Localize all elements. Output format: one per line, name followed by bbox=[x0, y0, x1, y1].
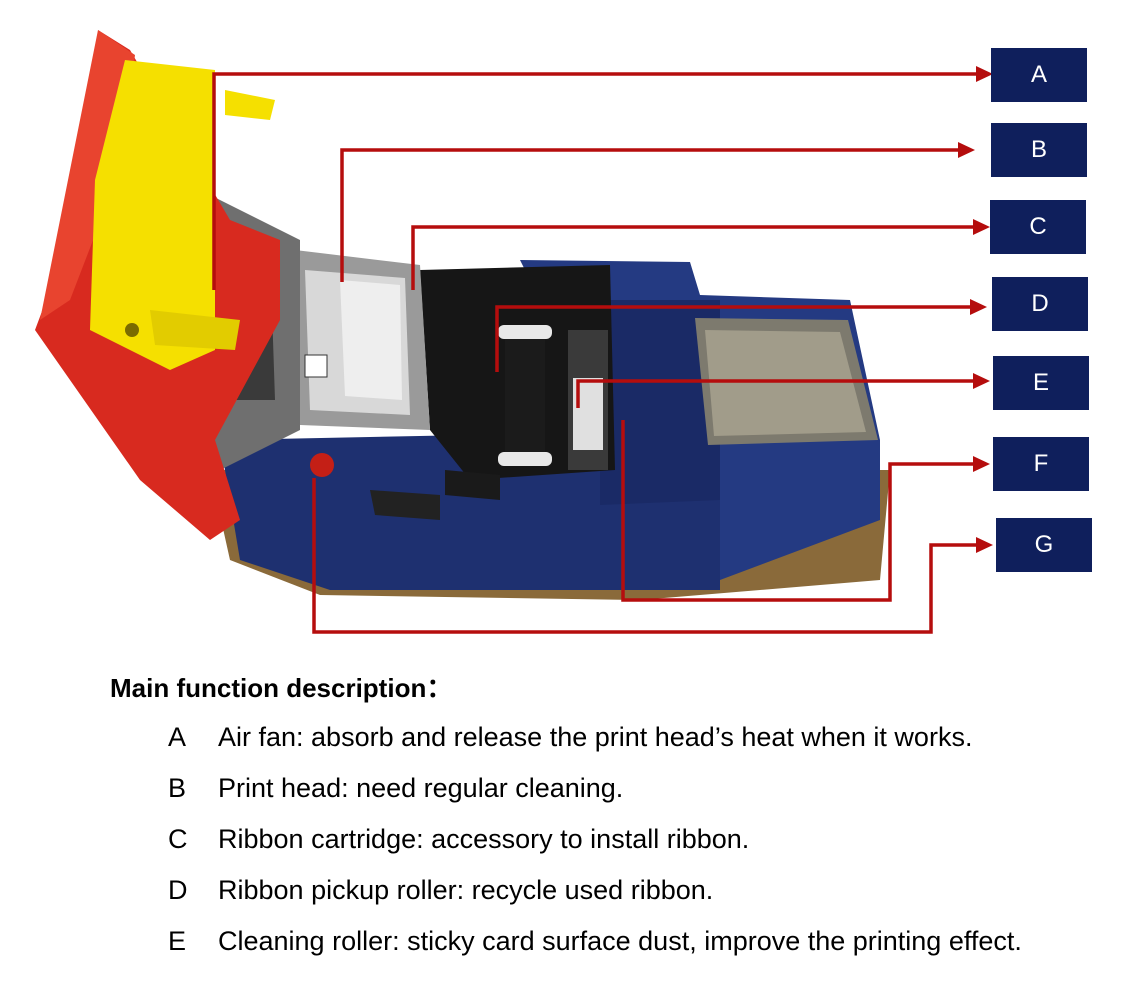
item-text: Print head: need regular cleaning. bbox=[218, 773, 624, 803]
callout-label-c: C bbox=[990, 200, 1086, 254]
printer-figure: A B C D E F G bbox=[35, 30, 1092, 634]
callout-label-e: E bbox=[993, 356, 1089, 410]
description-heading: Main function description： bbox=[110, 673, 453, 703]
item-letter: B bbox=[168, 773, 187, 803]
description-item-e: E Cleaning roller: sticky card surface du… bbox=[110, 924, 1030, 958]
item-text: Cleaning roller: sticky card surface dus… bbox=[218, 926, 1022, 956]
callout-arrow-g bbox=[976, 537, 993, 553]
callout-arrow-f bbox=[973, 456, 990, 472]
callout-lines bbox=[212, 66, 993, 634]
item-letter: D bbox=[168, 875, 188, 905]
description-item-b: B Print head: need regular cleaning. bbox=[110, 771, 1110, 805]
callout-line-e bbox=[576, 379, 975, 408]
callout-line-c bbox=[411, 225, 975, 290]
item-text: Air fan: absorb and release the print he… bbox=[218, 722, 973, 752]
card-printer-photo bbox=[35, 30, 890, 600]
description-item-a: A Air fan: absorb and release the print h… bbox=[110, 720, 1110, 754]
callout-arrow-c bbox=[973, 219, 990, 235]
callout-line-g bbox=[312, 478, 978, 634]
callout-arrow-e bbox=[973, 373, 990, 389]
callout-label-d: D bbox=[992, 277, 1088, 331]
item-text: Ribbon pickup roller: recycle used ribbo… bbox=[218, 875, 714, 905]
callout-line-b bbox=[340, 148, 960, 282]
item-letter: A bbox=[168, 722, 187, 752]
callout-label-g: G bbox=[996, 518, 1092, 572]
callout-label-f: F bbox=[993, 437, 1089, 491]
callout-line-a bbox=[212, 72, 978, 290]
item-letter: C bbox=[168, 824, 188, 854]
callout-label-a: A bbox=[991, 48, 1087, 102]
item-letter: E bbox=[168, 926, 187, 956]
description-item-d: D Ribbon pickup roller: recycle used ribb… bbox=[110, 873, 1110, 907]
callout-arrow-a bbox=[976, 66, 993, 82]
callout-line-d bbox=[495, 305, 972, 372]
item-text: Ribbon cartridge: accessory to install r… bbox=[218, 824, 750, 854]
callout-arrow-b bbox=[958, 142, 975, 158]
callout-line-f bbox=[621, 420, 975, 602]
callout-label-b: B bbox=[991, 123, 1087, 177]
description-item-c: C Ribbon cartridge: accessory to install … bbox=[110, 822, 1110, 856]
callout-arrow-d bbox=[970, 299, 987, 315]
